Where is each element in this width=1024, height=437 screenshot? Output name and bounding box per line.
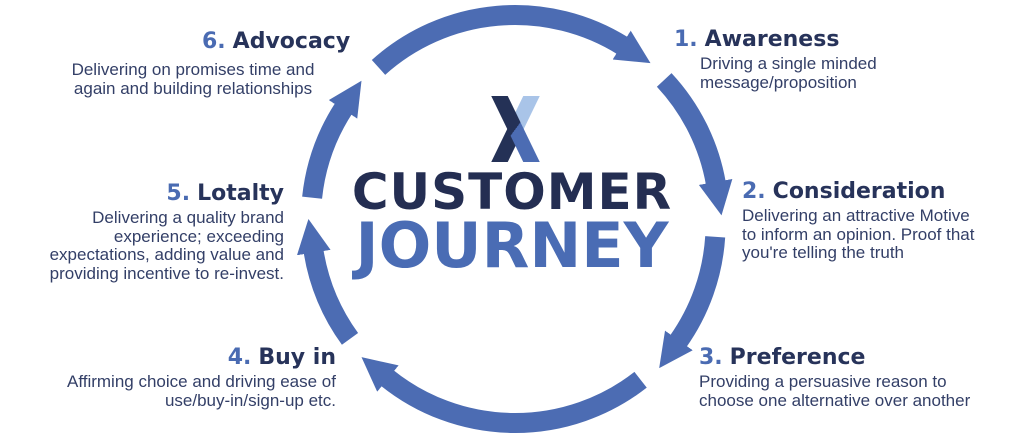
arc-segment-left-lower	[296, 219, 359, 345]
stage-title: Buy in	[258, 345, 336, 370]
stage-number: 1.	[674, 27, 698, 52]
stage-description: Delivering a quality brand experience; e…	[49, 208, 284, 283]
x-logo-icon	[491, 96, 540, 162]
stage-title: Awareness	[704, 27, 840, 52]
arc-segment-right-lower	[659, 235, 726, 369]
stage-description: Delivering an attractive Motive to infor…	[742, 206, 975, 263]
stage-title: Advocacy	[232, 29, 351, 54]
stage-number: 2.	[742, 179, 766, 204]
stage-heading: 3.Preference	[699, 345, 970, 370]
stage-description: Delivering on promises time and again an…	[71, 60, 315, 98]
stage-buy-in: 4.Buy in Affirming choice and driving ea…	[67, 345, 336, 410]
stage-number: 5.	[166, 181, 191, 206]
stage-title: Consideration	[772, 179, 946, 204]
arc-segment-top	[371, 5, 651, 75]
stage-description: Providing a persuasive reason to choose …	[699, 372, 971, 410]
stage-awareness: 1.Awareness Driving a single minded mess…	[674, 27, 877, 92]
stage-title: Preference	[729, 345, 866, 370]
stage-title: Lotalty	[197, 181, 284, 206]
arc-segment-left-upper	[302, 80, 362, 199]
stage-number: 3.	[699, 345, 723, 370]
title-journey: JOURNEY	[355, 209, 669, 282]
stage-consideration: 2.Consideration Delivering an attractive…	[742, 179, 974, 263]
stage-description: Affirming choice and driving ease of use…	[66, 372, 336, 410]
arc-segment-right-upper	[656, 73, 733, 216]
stage-number: 6.	[202, 29, 226, 54]
stage-description: Driving a single minded message/proposit…	[700, 54, 877, 92]
stage-heading: 6.Advocacy	[202, 29, 350, 54]
stage-preference: 3.Preference Providing a persuasive reas…	[699, 345, 970, 410]
stage-heading: 2.Consideration	[742, 179, 974, 204]
stage-heading: 1.Awareness	[674, 27, 877, 52]
stage-loyalty: 5.Lotalty Delivering a quality brand exp…	[50, 181, 284, 283]
arc-segment-bottom	[361, 357, 647, 434]
stage-number: 4.	[227, 345, 252, 370]
stage-heading: 4.Buy in	[67, 345, 336, 370]
title-customer: CUSTOMER	[351, 163, 673, 221]
stage-heading: 5.Lotalty	[50, 181, 284, 206]
